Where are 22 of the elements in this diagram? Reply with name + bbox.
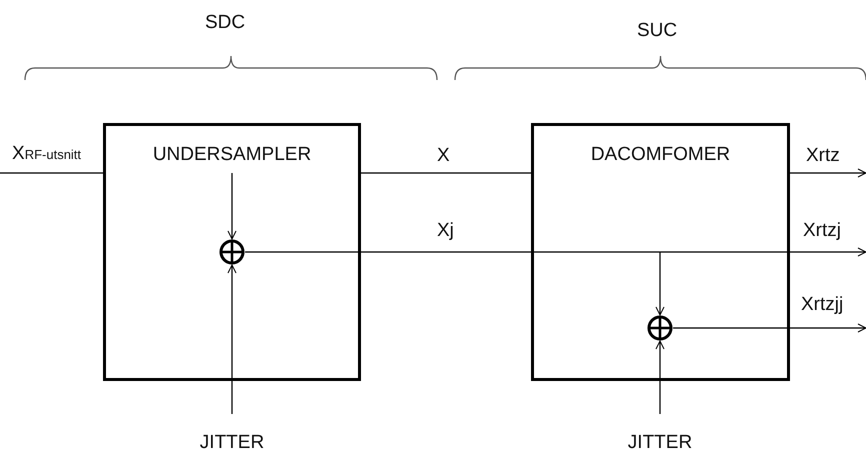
brace-label: SUC [637,20,678,42]
signal-arrow [790,168,866,178]
signal-arrow [228,264,236,414]
block-title: UNDERSAMPLER [152,144,312,166]
signal-arrow [673,324,866,332]
signal-arrow [656,340,664,414]
summing-junction [647,315,673,341]
block-box [103,123,361,381]
signal-label: Xrtzjj [801,294,844,316]
block-box [531,123,790,381]
signal-label: Xrtz [806,145,840,167]
brace-label: SDC [205,12,246,34]
signal-label: Xrtzj [803,220,841,242]
signal-label: Xj [437,220,454,242]
signal-label: X [437,145,450,167]
signal-arrow [245,248,866,256]
signal-arrow [656,252,664,316]
summing-junction [219,239,245,265]
signal-arrow [228,173,236,240]
block-title: DACOMFOMER [590,144,732,166]
input-label: JITTER [610,414,710,454]
input-label: JITTER [182,414,282,454]
